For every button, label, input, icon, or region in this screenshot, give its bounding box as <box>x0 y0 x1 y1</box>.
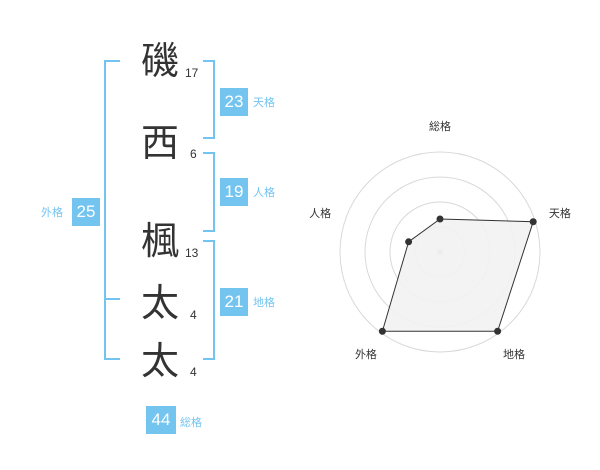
outer-bracket-top-tick <box>104 60 120 62</box>
chikaku-label: 地格 <box>253 296 275 309</box>
radar-point-1 <box>436 215 444 223</box>
radar-data-polygon <box>381 218 534 332</box>
soukaku-value-badge: 44 <box>146 406 176 434</box>
stroke-count-5: 4 <box>190 365 197 379</box>
name-char-1: 磯 <box>140 39 179 83</box>
radar-point-3 <box>494 327 502 335</box>
radar-axis-label-4: 外格 <box>355 347 377 361</box>
gaikaku-label: 外格 <box>41 206 63 219</box>
name-char-2: 西 <box>140 121 179 165</box>
name-char-5: 太 <box>140 339 179 383</box>
radar-axis-label-3: 地格 <box>503 347 525 361</box>
tenkaku-label: 天格 <box>253 96 275 109</box>
stroke-count-3: 13 <box>185 246 199 260</box>
tenkaku-value-badge: 23 <box>220 88 248 116</box>
radar-axis-label-2: 天格 <box>549 206 571 220</box>
radar-point-4 <box>378 327 386 335</box>
radar-point-2 <box>529 218 537 226</box>
name-char-4: 太 <box>140 281 179 325</box>
jinkaku-bracket-bottom-tick <box>203 230 215 232</box>
radar-axis-label-5: 人格 <box>309 206 331 220</box>
chikaku-bracket-bottom-tick <box>203 358 215 360</box>
radar-point-5 <box>405 238 413 246</box>
tenkaku-bracket-bottom-tick <box>203 137 215 139</box>
jinkaku-bracket-top-tick <box>203 152 215 154</box>
outer-bracket-bottom-tick <box>104 358 120 360</box>
jinkaku-value-badge: 19 <box>220 178 248 206</box>
jinkaku-bracket-vertical <box>213 152 215 232</box>
outer-bracket-vertical <box>104 60 106 360</box>
chikaku-bracket-top-tick <box>203 240 215 242</box>
radar-ring-4 <box>339 151 541 353</box>
soukaku-label: 総格 <box>180 416 202 429</box>
tenkaku-bracket-vertical <box>213 60 215 139</box>
stroke-count-1: 17 <box>185 66 199 80</box>
name-char-3: 楓 <box>140 219 179 263</box>
gaikaku-value-badge: 25 <box>72 198 100 226</box>
stroke-count-2: 6 <box>190 147 197 161</box>
tenkaku-bracket-top-tick <box>203 60 215 62</box>
chikaku-bracket-vertical <box>213 240 215 360</box>
outer-bracket-split-tick <box>104 298 120 300</box>
radar-axis-label-1: 総格 <box>429 119 451 133</box>
stroke-count-4: 4 <box>190 308 197 322</box>
jinkaku-label: 人格 <box>253 186 275 199</box>
chikaku-value-badge: 21 <box>220 288 248 316</box>
